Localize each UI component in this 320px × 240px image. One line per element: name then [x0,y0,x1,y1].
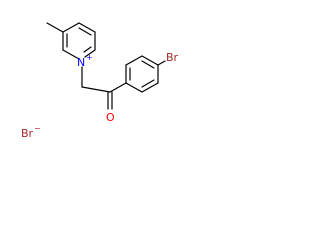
ring-bond-n-c2 [62,49,80,60]
ring-bond-c6-n [84,49,96,58]
aryl-bond-c5-c6-inner [141,79,155,88]
aryl-bond-c6-c1 [125,82,143,93]
aryl-bond-c3-c4-inner [141,60,155,69]
bond-aryl-br [157,60,166,66]
molecule-structure: N + O Br Br − [21,22,179,140]
ring-bond-c4-c5 [78,22,96,33]
bromine-label: Br [166,51,179,64]
aryl-bond-c5-c6 [141,82,159,93]
nitrogen-label: N [77,56,85,69]
ring-bond-c4-c5-inner [78,27,92,36]
oxygen-label: O [106,111,115,124]
aryl-bond-c3-c4 [141,55,159,66]
bond-carbonyl-aryl [109,82,127,93]
ring-bond-c6-n-inner [83,46,92,53]
nitrogen-charge: + [86,53,93,62]
atom-labels: N + O Br Br − [21,51,179,140]
bonds [46,22,166,110]
bromide-ion-charge: − [34,124,41,133]
ring-bond-c3-c4 [62,22,80,33]
methyl-bond [46,22,64,33]
aryl-bond-c2-c3 [125,55,143,66]
bond-ch2-carbonyl [81,86,111,93]
bromide-ion-label: Br [21,127,34,140]
